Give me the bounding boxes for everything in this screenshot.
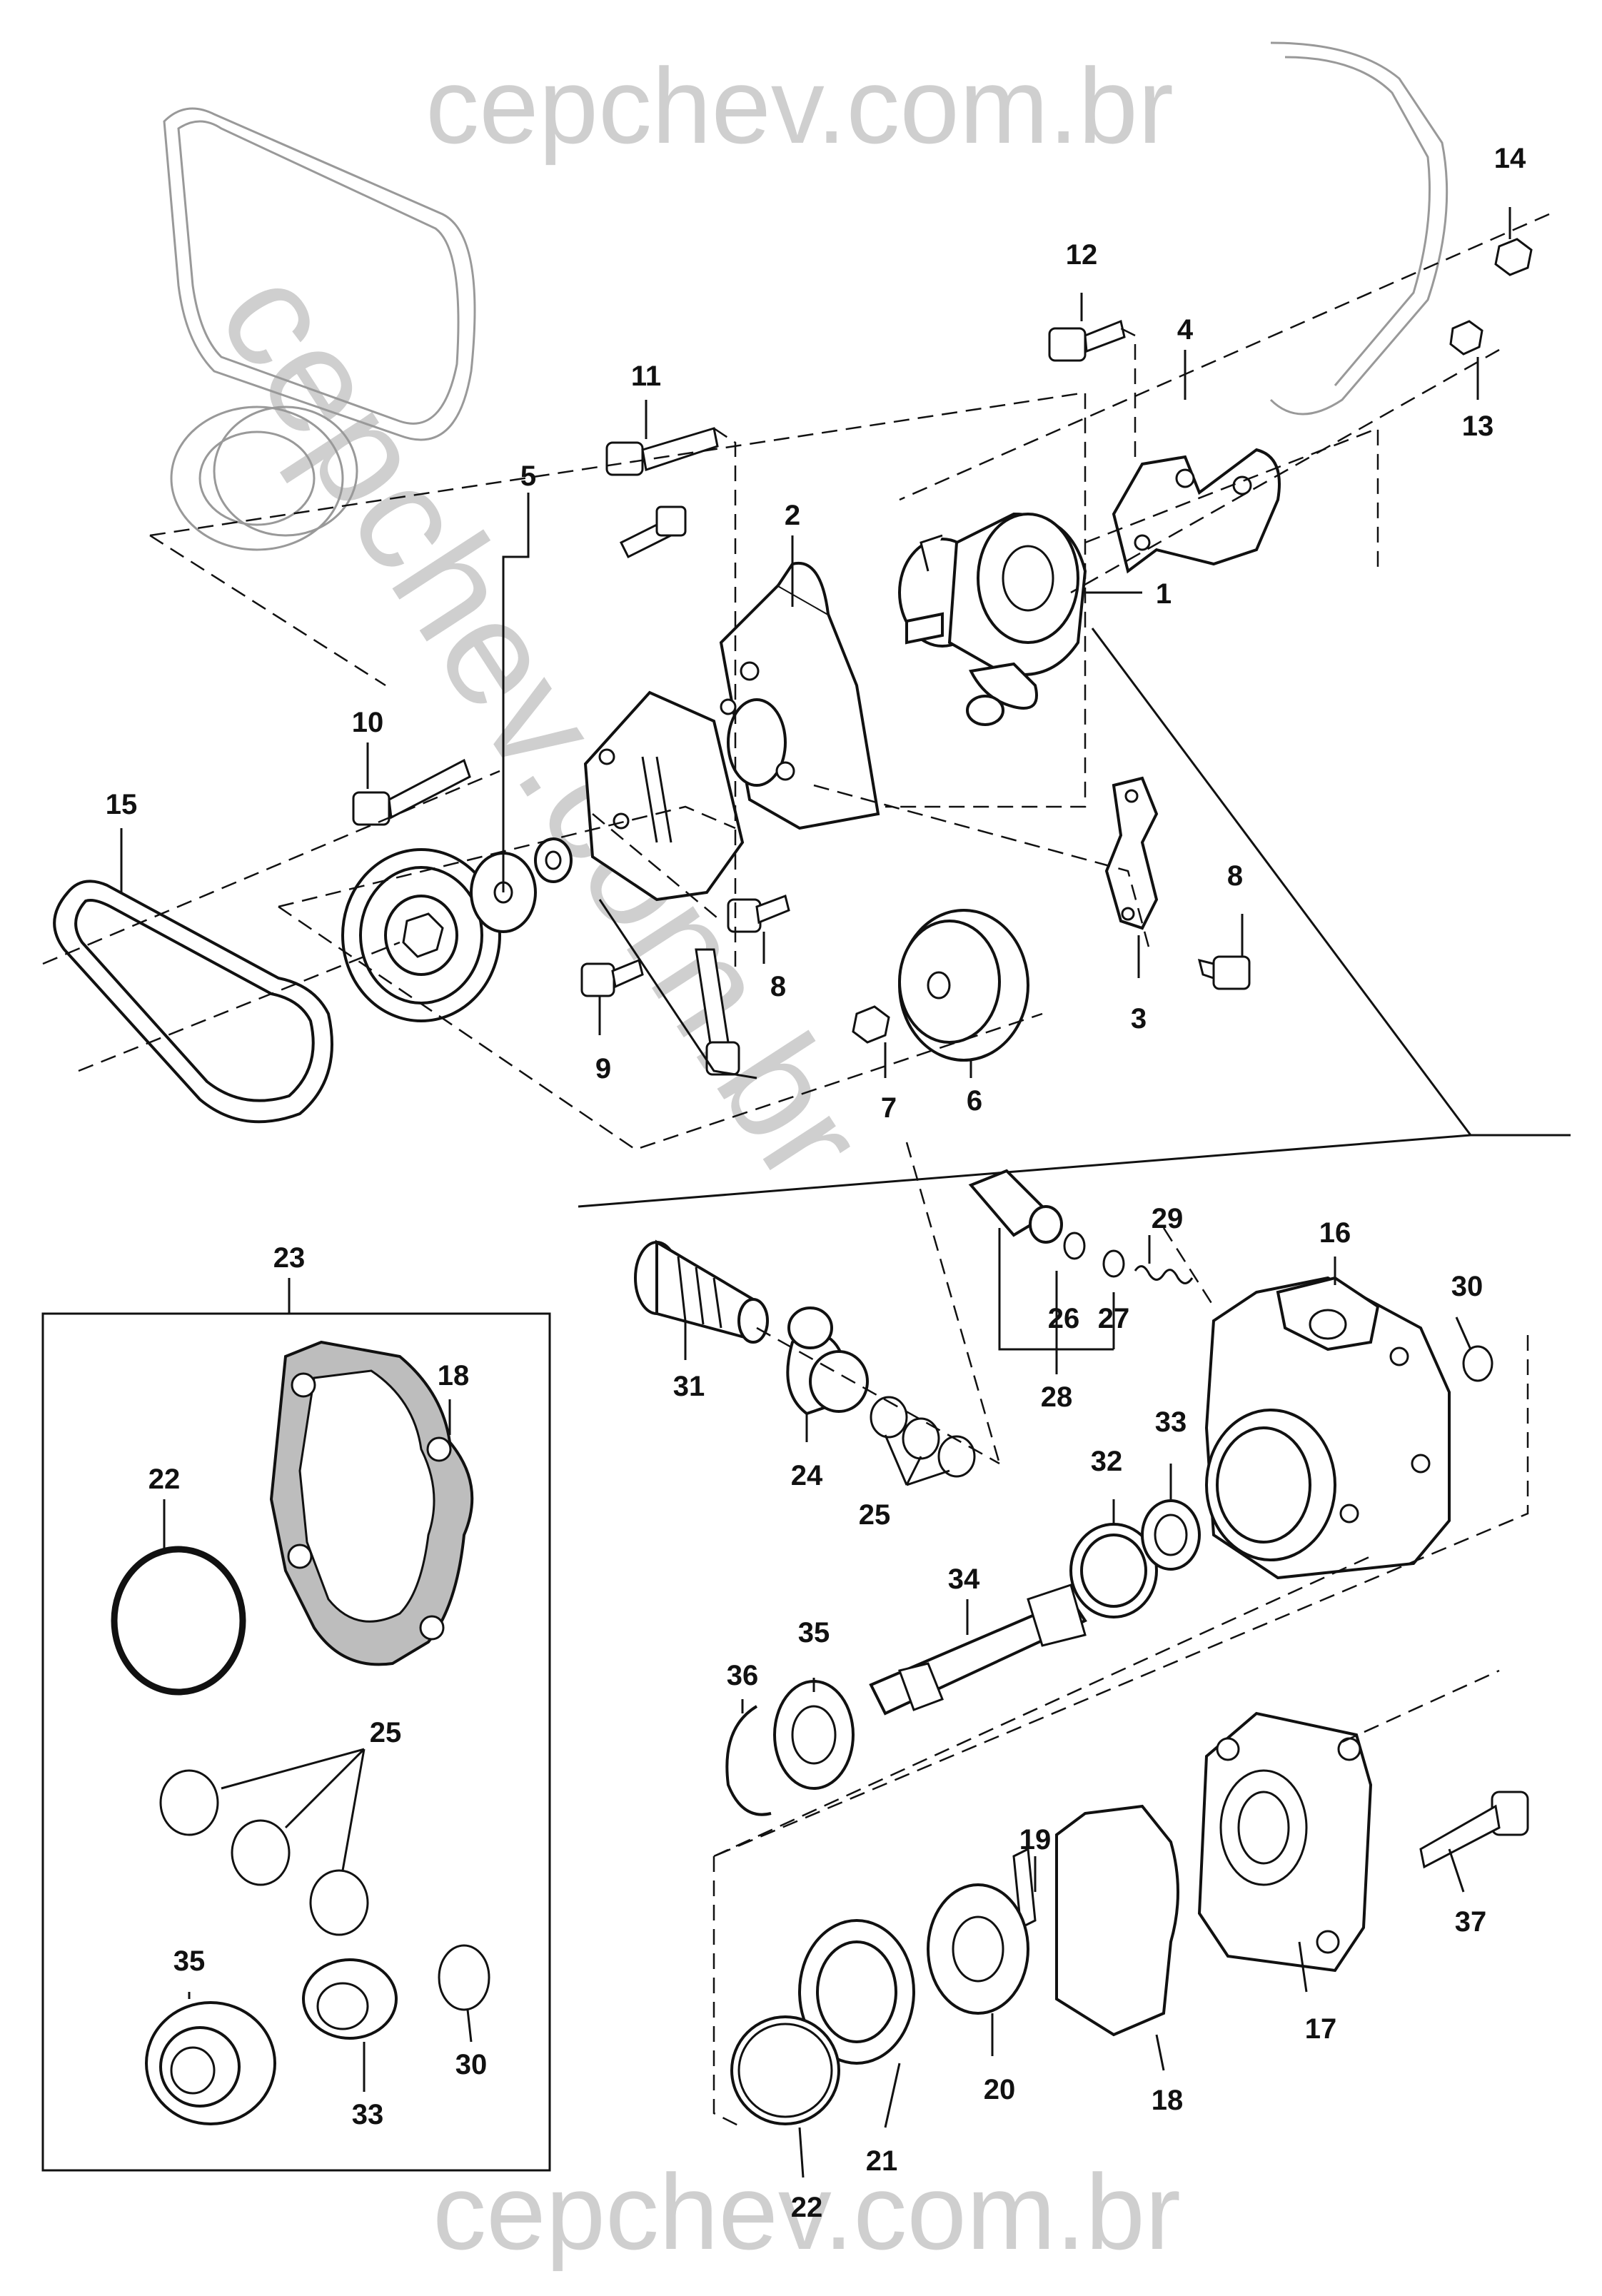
part-label-8a: 8	[770, 971, 786, 1002]
part-label-19: 19	[1019, 1824, 1052, 1856]
engine-ghost-outline	[163, 41, 1449, 551]
part-label-34: 34	[948, 1564, 980, 1595]
kit-box-label: 23	[273, 1242, 306, 1274]
part-label-14: 14	[1494, 143, 1526, 174]
part-label-29: 29	[1152, 1203, 1184, 1234]
part-label-33b: 33	[352, 2099, 384, 2130]
pump-internals	[634, 1169, 1529, 2125]
part-label-28: 28	[1041, 1381, 1073, 1413]
part-label-35a: 35	[798, 1617, 830, 1648]
top-leader-lines	[42, 207, 1571, 1208]
tensioner-pulley	[341, 837, 573, 1022]
lower-leader-lines	[684, 1142, 1529, 2178]
tensioner-bracket	[583, 690, 745, 902]
part-label-7: 7	[881, 1092, 897, 1124]
part-label-18b: 18	[1152, 2085, 1184, 2116]
part-label-35b: 35	[173, 1945, 206, 1977]
part-label-33a: 33	[1155, 1406, 1187, 1438]
pump-pulley	[898, 909, 1029, 1062]
part-label-10: 10	[352, 707, 384, 738]
part-label-22b: 22	[791, 2192, 823, 2223]
part-label-30a: 30	[1451, 1271, 1483, 1302]
repair-kit-box	[41, 1278, 551, 2172]
part-label-9: 9	[595, 1053, 611, 1084]
top-fasteners	[352, 238, 1533, 1076]
part-label-6: 6	[967, 1085, 982, 1117]
part-label-21: 21	[866, 2145, 898, 2177]
part-label-25a: 25	[859, 1499, 891, 1531]
part-label-31: 31	[673, 1371, 705, 1402]
part-label-20: 20	[984, 2074, 1016, 2105]
part-label-4: 4	[1177, 314, 1194, 346]
part-label-11: 11	[631, 361, 661, 392]
part-label-8b: 8	[1227, 860, 1243, 892]
part-label-15: 15	[106, 789, 138, 820]
pump-mounting-bracket	[719, 561, 880, 830]
part-label-36: 36	[727, 1660, 759, 1691]
watermark-top: cepchev.com.br	[425, 46, 1174, 166]
pump-stay-bracket	[1104, 776, 1159, 930]
part-label-27: 27	[1098, 1303, 1130, 1334]
drive-belt	[53, 880, 333, 1124]
part-label-32: 32	[1091, 1446, 1123, 1477]
part-label-18a: 18	[438, 1360, 470, 1391]
watermark-bottom: cepchev.com.br	[433, 2152, 1181, 2272]
part-label-1: 1	[1156, 578, 1172, 610]
part-label-22a: 22	[148, 1464, 181, 1495]
part-label-2: 2	[785, 500, 800, 531]
part-label-13: 13	[1462, 411, 1494, 442]
part-label-5: 5	[520, 460, 536, 492]
part-label-17: 17	[1305, 2013, 1337, 2045]
part-label-3: 3	[1131, 1003, 1147, 1034]
part-label-30b: 30	[455, 2049, 488, 2080]
part-number-labels: 1 2 3 4 5 6 7 8 8 9 10 11 12 13 14 15 16…	[106, 143, 1526, 2223]
pump-support-bracket	[1112, 448, 1281, 574]
part-label-16: 16	[1319, 1217, 1351, 1249]
part-label-25b: 25	[370, 1717, 402, 1748]
power-steering-pump	[898, 512, 1087, 726]
part-label-24: 24	[791, 1460, 823, 1491]
part-label-37: 37	[1455, 1906, 1487, 1938]
part-label-26: 26	[1048, 1303, 1080, 1334]
part-label-12: 12	[1066, 239, 1098, 271]
